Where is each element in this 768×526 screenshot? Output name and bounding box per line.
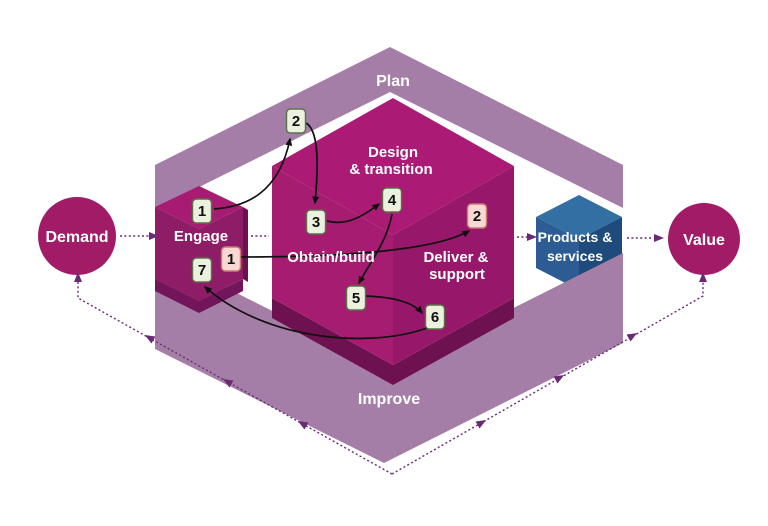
value-label: Value (683, 232, 725, 249)
step-badge-green-3: 3 (305, 209, 327, 235)
svg-text:6: 6 (431, 309, 439, 326)
step-badge-green-6: 6 (424, 304, 446, 330)
step-badge-pink-2: 2 (466, 203, 488, 229)
arrow-step1-to-step2 (213, 137, 293, 210)
engage-cube-front-face (155, 207, 243, 301)
arrow-pink1-to-pink2 (240, 230, 471, 258)
value-stream-arrows (203, 122, 471, 340)
demand-to-engage-arrowhead (149, 232, 159, 240)
svg-text:5: 5 (352, 290, 360, 307)
engage-cube-right-edge (243, 207, 248, 282)
central-cube-base (272, 298, 514, 385)
value-circle (668, 203, 740, 275)
svg-text:4: 4 (388, 192, 397, 209)
step-badge-green-5: 5 (345, 285, 367, 311)
products-to-value-arrowhead (654, 234, 664, 242)
step-badge-green-4: 4 (381, 187, 403, 213)
step-badge-green-2: 2 (285, 108, 307, 134)
engage-cube-base (155, 279, 243, 313)
design-transition-label-line2: & transition (349, 161, 432, 178)
arrow-step2-to-step3 (305, 122, 320, 205)
arrow-step5-to-step6 (365, 295, 423, 315)
step-badge-green-1: 1 (191, 198, 213, 224)
step-badge-pink-1: 1 (220, 246, 242, 272)
arrow-step3-to-step4 (326, 203, 381, 224)
engage-label: Engage (174, 228, 228, 245)
plan-band (155, 47, 623, 209)
deliver-support-label-line1: Deliver & (423, 249, 488, 266)
feedback-loop-left (77, 282, 393, 475)
products-services-label-line1: Products & (538, 229, 613, 245)
svg-text:1: 1 (198, 203, 206, 220)
feedback-loop-arrowheads (74, 272, 707, 430)
cube-to-products-arrowhead (527, 233, 537, 241)
design-transition-label-line1: Design (368, 144, 418, 161)
svg-text:7: 7 (198, 262, 206, 279)
svg-text:2: 2 (473, 208, 481, 225)
products-services-label-line2: services (547, 248, 603, 264)
improve-label: Improve (358, 391, 420, 408)
arrow-step6-to-step7 (203, 286, 428, 340)
svg-text:2: 2 (292, 113, 300, 130)
feedback-loop-right (391, 282, 704, 475)
plan-label: Plan (376, 73, 410, 90)
svg-text:1: 1 (227, 251, 235, 268)
svg-text:3: 3 (312, 214, 320, 231)
products-cube-left-face (536, 217, 579, 290)
deliver-support-label-line2: support (429, 266, 485, 283)
improve-band (155, 252, 623, 463)
demand-circle (38, 197, 116, 275)
central-cube-left-face (272, 166, 393, 365)
demand-label: Demand (45, 229, 108, 246)
obtain-build-label: Obtain/build (287, 249, 375, 266)
step-badge-green-7: 7 (191, 257, 213, 283)
central-cube-top-face (272, 98, 514, 235)
